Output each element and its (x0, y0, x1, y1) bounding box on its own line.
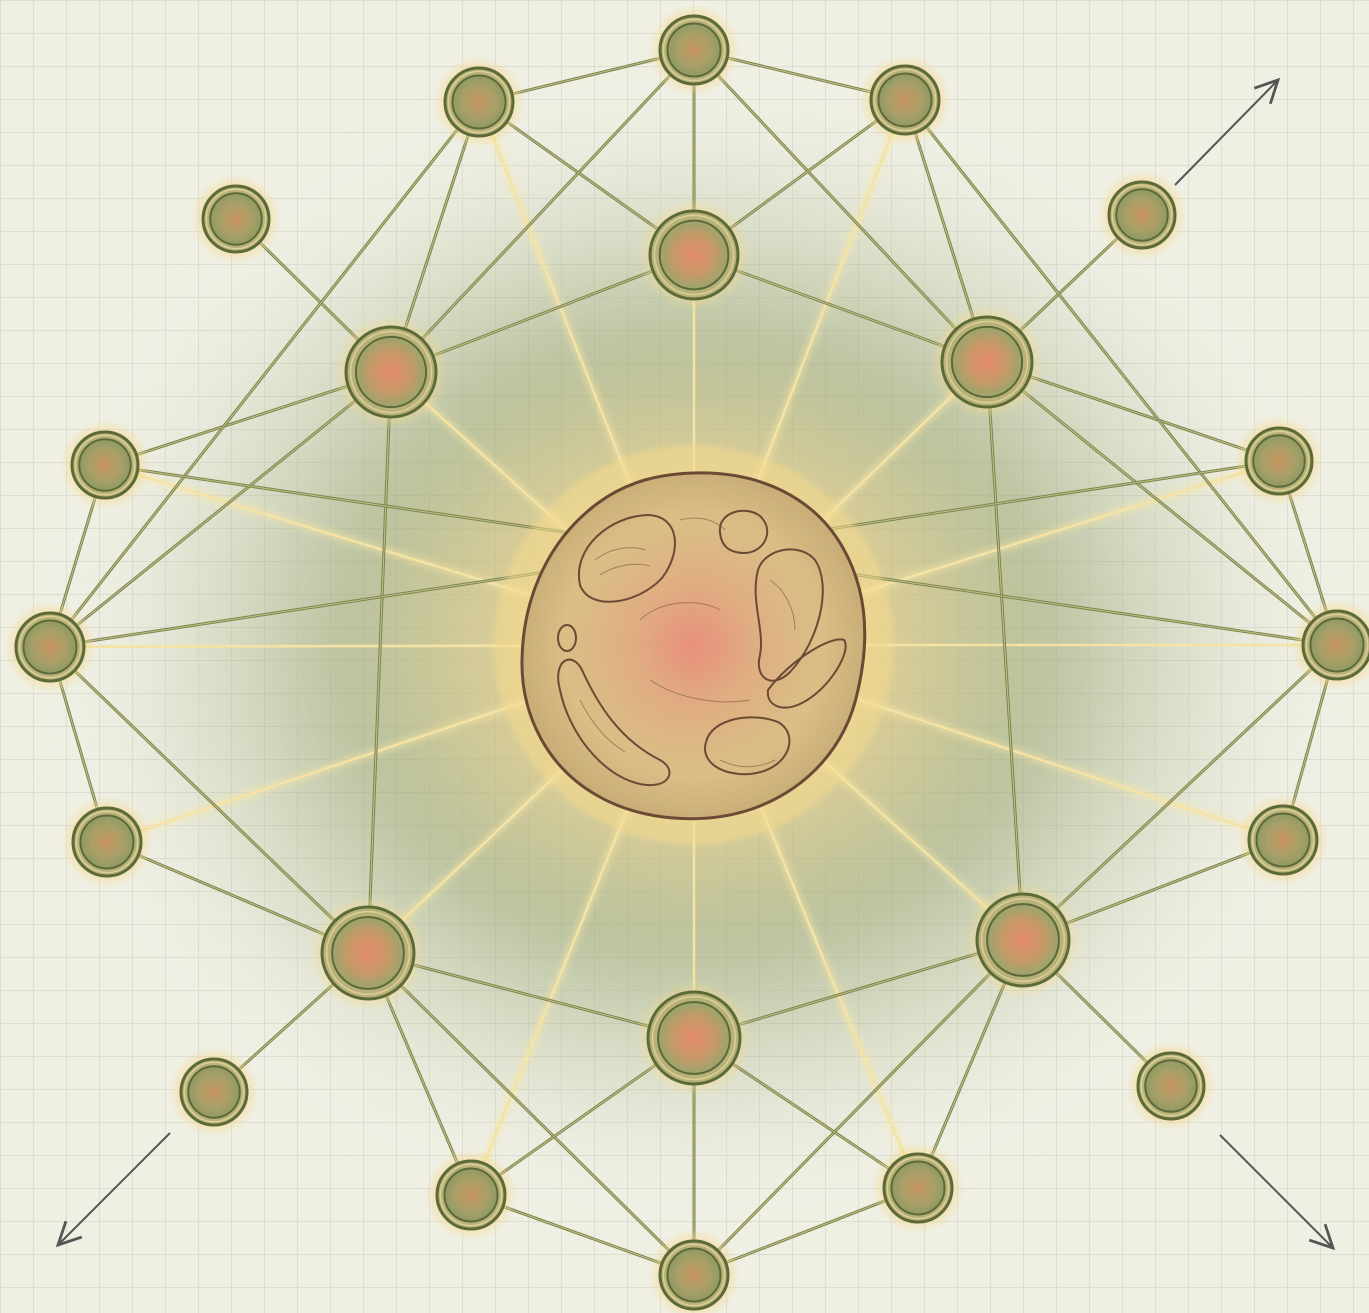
node-core (891, 1161, 944, 1214)
node-n-bottom-left (425, 1149, 517, 1241)
node-n-top-left (433, 56, 525, 148)
node-n-upper-center (638, 199, 750, 311)
node-n-far-upper-right (1097, 170, 1187, 260)
node-core (1116, 189, 1167, 240)
core-cell (494, 445, 894, 845)
node-n-right-upper (1234, 416, 1324, 506)
node-core (23, 620, 76, 673)
node-n-left-lower (61, 796, 153, 888)
node-n-left (4, 601, 96, 693)
node-n-top-right (859, 54, 951, 146)
node-core (356, 337, 426, 407)
node-core (332, 917, 404, 989)
node-core (188, 1066, 239, 1117)
node-n-far-upper-left (191, 174, 281, 264)
node-core (952, 327, 1022, 397)
node-n-upper-left-hub (334, 315, 448, 429)
node-n-lower-center (636, 980, 752, 1096)
node-n-lower-right-hub (965, 882, 1081, 998)
node-core (79, 439, 130, 490)
node-n-right-lower (1237, 794, 1329, 886)
node-n-bottom-right (872, 1142, 964, 1234)
node-core (1253, 435, 1304, 486)
node-n-far-lower-right (1126, 1041, 1216, 1131)
node-core (987, 904, 1059, 976)
node-core (878, 73, 931, 126)
node-core (1256, 813, 1309, 866)
node-core (667, 1248, 720, 1301)
node-core (658, 1002, 730, 1074)
node-core (667, 23, 720, 76)
node-core (660, 221, 729, 290)
node-core (452, 75, 505, 128)
node-core (1310, 618, 1363, 671)
node-core (1145, 1060, 1196, 1111)
node-n-lower-left-hub (310, 895, 426, 1011)
node-n-upper-right-hub (930, 305, 1044, 419)
node-core (80, 815, 133, 868)
node-n-left-upper (60, 420, 150, 510)
node-n-top (648, 4, 740, 96)
node-n-far-lower-left (169, 1047, 259, 1137)
node-core (210, 193, 261, 244)
node-core (444, 1168, 497, 1221)
